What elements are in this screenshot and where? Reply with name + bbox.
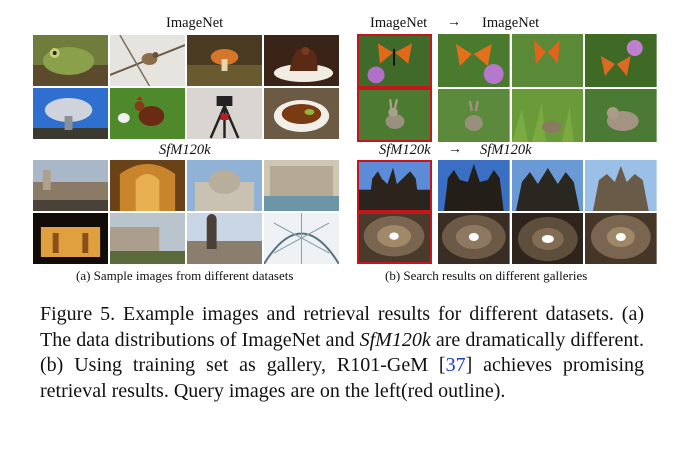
rooster-image xyxy=(110,88,185,139)
glass-dome-image xyxy=(264,213,339,264)
lit-fountain-night-image xyxy=(33,213,108,264)
query-cathedral-image xyxy=(357,160,432,212)
panel-b-arrow-top: → xyxy=(447,15,461,30)
query-butterfly-image xyxy=(357,34,432,88)
result-butterfly-2 xyxy=(511,34,584,87)
panel-b-caption: (b) Search results on different gallerie… xyxy=(385,268,588,283)
caption-part-3: ] achieves promising retrieval results. … xyxy=(40,354,645,402)
fountain-plaza-image xyxy=(264,160,339,211)
sfm-results-grid xyxy=(438,160,657,264)
frog-image xyxy=(33,35,108,86)
result-cathedral-2 xyxy=(511,160,584,211)
bird-on-branch-image xyxy=(110,35,185,86)
sfm-sample-grid xyxy=(33,160,339,264)
imagenet-results-grid xyxy=(438,34,657,142)
caption-part-2: are dramatically different. (b) Using tr… xyxy=(40,328,644,377)
panel-b-query-label-top: ImageNet xyxy=(370,15,428,31)
city-square-image xyxy=(33,160,108,211)
panel-b-gallery-label-top: ImageNet xyxy=(482,15,540,31)
panel-a-imagenet-title: ImageNet xyxy=(166,15,224,31)
result-cathedral-3 xyxy=(585,160,657,211)
result-rabbit-2 xyxy=(511,89,584,142)
citation-link[interactable]: 37 xyxy=(445,354,466,376)
panel-b-gallery-label-bottom: SfM120k xyxy=(480,142,532,158)
result-pantheon-1 xyxy=(438,213,510,264)
caption-part-1: Figure 5. Example images and retrieval r… xyxy=(40,303,644,351)
result-butterfly-3 xyxy=(585,34,657,87)
domed-building-image xyxy=(187,160,262,211)
panel-b-arrow-bottom: → xyxy=(448,142,462,157)
cathedral-interior-image xyxy=(110,160,185,211)
result-butterfly-1 xyxy=(438,34,510,87)
radio-telescope-image xyxy=(33,88,108,139)
panel-a-caption: (a) Sample images from different dataset… xyxy=(76,268,294,283)
result-rabbit-1 xyxy=(438,89,510,142)
soup-bowl-image xyxy=(264,88,339,139)
dessert-image xyxy=(264,35,339,86)
tripod-camera-image xyxy=(187,88,262,139)
panel-a-sfm-title: SfM120k xyxy=(159,142,211,158)
colonnade-street-image xyxy=(110,213,185,264)
imagenet-sample-grid xyxy=(33,35,339,139)
mushroom-image xyxy=(187,35,262,86)
statue-rooftop-image xyxy=(187,213,262,264)
query-rabbit-image xyxy=(357,88,432,142)
result-rabbit-3 xyxy=(585,89,657,142)
panel-b-query-label-bottom: SfM120k xyxy=(379,142,431,158)
figure-caption: Figure 5. Example images and retrieval r… xyxy=(40,302,644,404)
result-pantheon-3 xyxy=(585,213,657,264)
query-pantheon-image xyxy=(357,212,432,264)
caption-sfm-italic: SfM120k xyxy=(359,328,431,351)
result-cathedral-1 xyxy=(438,160,510,211)
result-pantheon-2 xyxy=(511,213,584,264)
